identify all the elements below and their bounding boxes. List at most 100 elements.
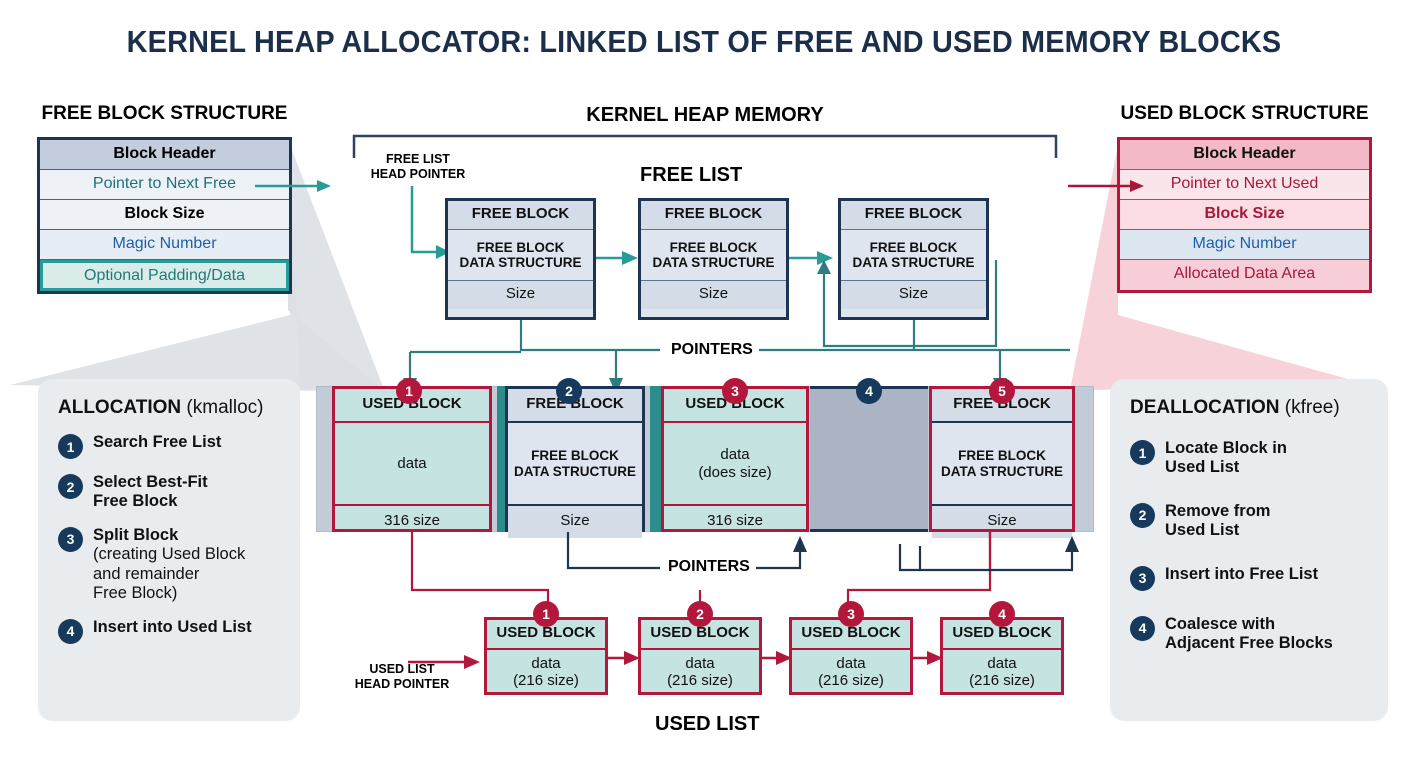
used-struct-row-pointer: Pointer to Next Used xyxy=(1120,170,1369,200)
step-main: Remove from Used List xyxy=(1165,501,1271,540)
heap-block-body: data(does size) xyxy=(664,423,806,504)
step-number: 4 xyxy=(1130,615,1155,641)
kernel-heap-heading: KERNEL HEAP MEMORY xyxy=(586,104,824,126)
used-list-block-line2: (216 size) xyxy=(818,672,884,689)
used-list-block-2: USED BLOCK data(216 size) xyxy=(638,617,762,695)
deallocation-step-2: 2 Remove from Used List xyxy=(1130,502,1368,541)
step-text: Locate Block in Used List xyxy=(1165,439,1287,478)
used-list-block-line1: data xyxy=(987,654,1017,672)
used-list-block-3: USED BLOCK data(216 size) xyxy=(789,617,913,695)
used-list-block-1: USED BLOCK data(216 size) xyxy=(484,617,608,695)
step-text: Remove from Used List xyxy=(1165,502,1270,541)
step-main: Coalesce with Adjacent Free Blocks xyxy=(1165,614,1333,653)
free-structure-heading: FREE BLOCK STRUCTURE xyxy=(41,103,288,124)
free-list-link-arrow-1 xyxy=(596,251,638,265)
step-text: Coalesce with Adjacent Free Blocks xyxy=(1165,615,1333,654)
deallocation-title: DEALLOCATION (kfree) xyxy=(1130,397,1368,419)
heap-block-badge-2: 2 xyxy=(556,378,582,404)
bottom-pointers-network xyxy=(410,532,1079,606)
allocation-panel: ALLOCATION (kmalloc) 1 Search Free List … xyxy=(38,379,300,721)
heap-block-body-line1: data xyxy=(720,446,750,464)
heap-block-body-line1: data xyxy=(397,454,427,472)
used-struct-row-magic: Magic Number xyxy=(1120,230,1369,260)
heap-block-4 xyxy=(810,386,928,532)
deallocation-panel: DEALLOCATION (kfree) 1 Locate Block in U… xyxy=(1110,379,1388,721)
allocation-title-bold: ALLOCATION xyxy=(58,397,182,418)
used-struct-row-header: Block Header xyxy=(1120,140,1369,170)
heap-block-size: Size xyxy=(932,504,1072,538)
free-list-block-body-line2: DATA STRUCTURE xyxy=(459,255,582,270)
free-list-block-size: Size xyxy=(641,281,786,309)
heap-block-badge-3: 3 xyxy=(722,378,748,404)
step-main: Split Block xyxy=(93,525,179,544)
used-list-badge-1: 1 xyxy=(533,601,559,627)
free-list-block-body-line1: FREE BLOCK xyxy=(869,239,958,255)
free-list-label: FREE LIST xyxy=(640,164,743,186)
used-struct-row-allocated: Allocated Data Area xyxy=(1120,260,1369,290)
used-list-block-line2: (216 size) xyxy=(667,672,733,689)
allocation-step-3: 3 Split Block(creating Used Block and re… xyxy=(58,526,280,604)
step-main: Select Best-Fit Free Block xyxy=(93,473,208,511)
used-list-block-line1: data xyxy=(531,654,561,672)
step-text: Search Free List xyxy=(93,433,221,452)
pointers-label-bottom: POINTERS xyxy=(662,558,756,576)
used-list-block-line2: (216 size) xyxy=(969,672,1035,689)
free-list-block-size: Size xyxy=(448,281,593,309)
used-list-link-arrow-2 xyxy=(762,651,792,665)
free-list-block-body-line2: DATA STRUCTURE xyxy=(852,255,975,270)
step-main: Insert into Free List xyxy=(1165,564,1319,583)
heap-block-body-line2: DATA STRUCTURE xyxy=(941,463,1063,479)
free-list-link-arrow-2 xyxy=(789,251,833,265)
allocation-step-4: 4 Insert into Used List xyxy=(58,618,280,644)
free-list-block-body-line1: FREE BLOCK xyxy=(669,239,758,255)
heap-block-badge-4: 4 xyxy=(856,378,882,404)
used-list-block-body: data(216 size) xyxy=(943,650,1061,694)
step-number: 4 xyxy=(58,618,83,644)
free-list-block-size: Size xyxy=(841,281,986,309)
heap-block-size: Size xyxy=(508,504,642,538)
used-head-pointer-line1: USED LIST xyxy=(369,662,435,676)
heap-block-body-line1: FREE BLOCK xyxy=(531,447,619,463)
allocation-step-2: 2 Select Best-Fit Free Block xyxy=(58,473,280,512)
used-struct-pointer-arrow xyxy=(1068,180,1144,192)
used-list-block-body: data(216 size) xyxy=(487,650,605,694)
heap-bracket xyxy=(352,134,1058,158)
deallocation-title-soft: (kfree) xyxy=(1279,397,1340,418)
free-struct-row-size: Block Size xyxy=(40,200,289,230)
heap-block-body-line2: (does size) xyxy=(698,463,772,481)
deallocation-title-bold: DEALLOCATION xyxy=(1130,397,1280,418)
step-text: Split Block(creating Used Block and rema… xyxy=(93,526,245,604)
free-struct-pointer-arrow xyxy=(255,180,331,192)
free-list-block-title: FREE BLOCK xyxy=(841,201,986,230)
free-struct-row-header: Block Header xyxy=(40,140,289,170)
used-struct-row-size: Block Size xyxy=(1120,200,1369,230)
step-number: 1 xyxy=(58,434,83,459)
free-struct-row-padding: Optional Padding/Data xyxy=(40,260,289,291)
deallocation-step-1: 1 Locate Block in Used List xyxy=(1130,439,1368,478)
free-struct-row-magic: Magic Number xyxy=(40,230,289,260)
used-list-block-title: USED BLOCK xyxy=(792,620,910,650)
used-list-badge-2: 2 xyxy=(687,601,713,627)
heap-block-size: 316 size xyxy=(664,504,806,538)
used-list-link-arrow-1 xyxy=(608,651,640,665)
free-list-block-title: FREE BLOCK xyxy=(641,201,786,230)
free-head-pointer-line1: FREE LIST xyxy=(386,152,450,166)
used-list-block-title: USED BLOCK xyxy=(641,620,759,650)
used-list-block-line1: data xyxy=(685,654,715,672)
used-list-head-pointer-label: USED LIST HEAD POINTER xyxy=(342,662,462,692)
used-list-badge-4: 4 xyxy=(989,601,1015,627)
step-main: Search Free List xyxy=(93,433,222,451)
step-text: Select Best-Fit Free Block xyxy=(93,473,208,512)
deallocation-step-3: 3 Insert into Free List xyxy=(1130,565,1368,591)
step-number: 2 xyxy=(1130,502,1155,528)
heap-block-badge-5: 5 xyxy=(989,378,1015,404)
free-list-head-pointer-label: FREE LIST HEAD POINTER xyxy=(358,152,478,182)
step-text: Insert into Free List xyxy=(1165,565,1318,584)
allocation-title-soft: (kmalloc) xyxy=(181,397,264,418)
